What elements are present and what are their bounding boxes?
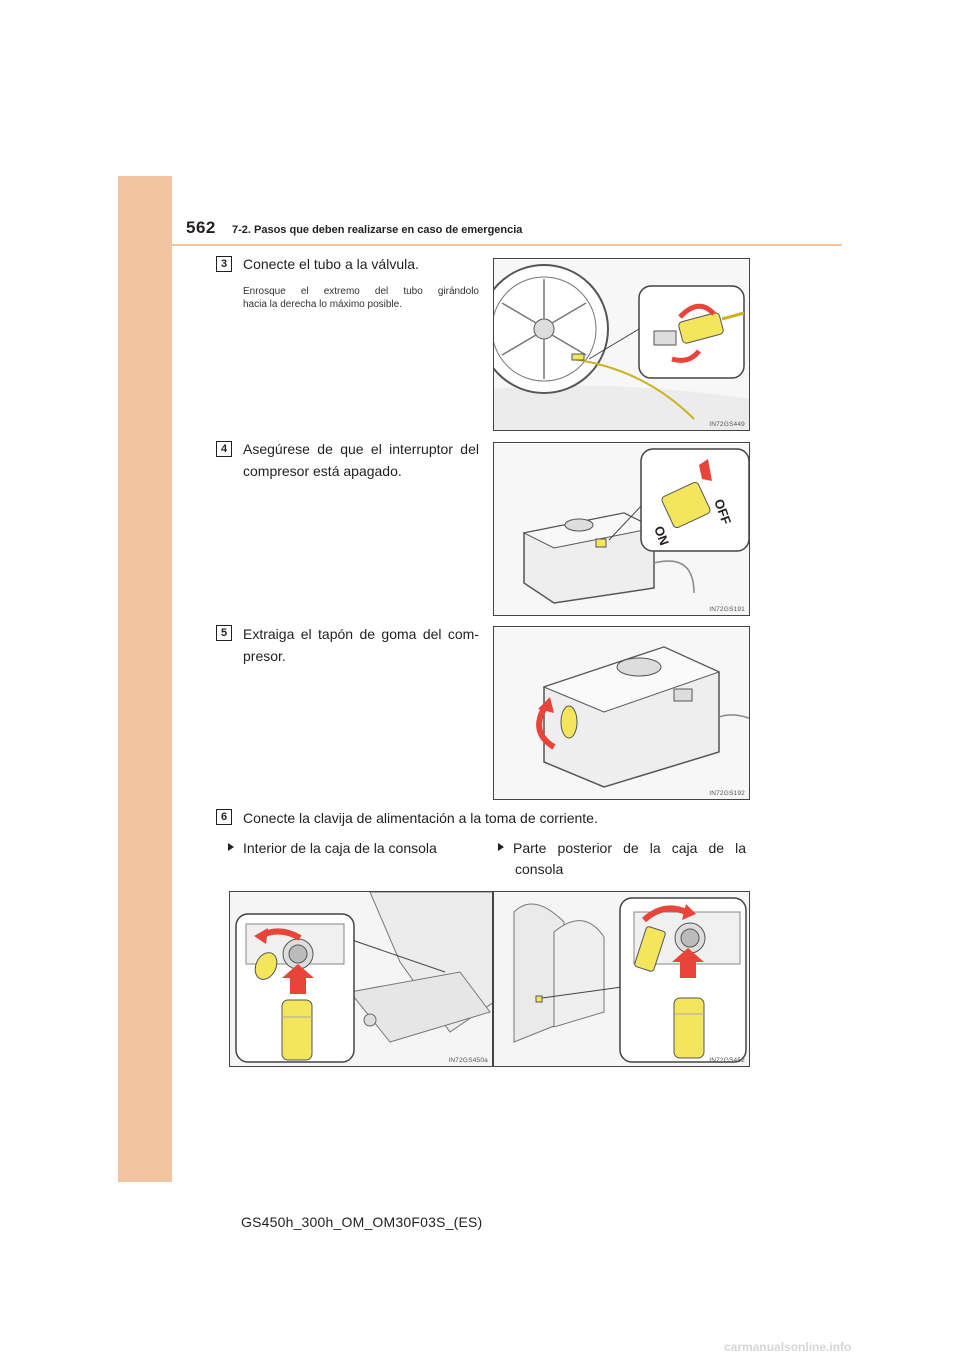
option-label: Interior de la caja de la consola [243,840,437,856]
step-5-title-line-1: Extraiga el tapón de goma del com- [243,626,479,642]
step-number-4: 4 [216,441,232,457]
option-console-box-interior: Interior de la caja de la consola [228,838,437,859]
option-label-line-2: consola [515,861,564,877]
option-console-box-rear: Parte posterior de la caja de la consola [498,838,746,880]
step-3-note-line-2: hacia la derecha lo máximo posible. [243,299,402,310]
document-code-footer: GS450h_300h_OM_OM30F03S_(ES) [241,1214,483,1230]
step-5-title-line-2: presor. [243,648,286,664]
figure-code: IN72GS449 [709,421,745,428]
step-6-title: Conecte la clavija de alimentación a la … [243,810,598,826]
figure-code: IN72GS452 [709,1057,745,1064]
figure-console-box-interior: IN72GS450a [229,891,493,1067]
bullet-triangle-icon [498,843,504,851]
option-label-line-1: Parte posterior de la caja de la [513,840,746,856]
step-number-3: 3 [216,256,232,272]
watermark: carmanualsonline.info [724,1340,852,1354]
step-3-note-line-1: Enrosque el extremo del tubo girándolo [243,286,479,297]
step-4-title-line-2: compresor está apagado. [243,463,402,479]
step-number-6: 6 [216,809,232,825]
chapter-sidebar-tab [118,176,172,1182]
section-title: 7-2. Pasos que deben realizarse en caso … [232,224,523,236]
page-number: 562 [186,218,216,237]
header-divider [172,244,842,246]
figure-code: IN72GS450a [448,1057,488,1064]
figure-code: IN72GS191 [709,606,745,613]
step-number-5: 5 [216,625,232,641]
step-3-title: Conecte el tubo a la válvula. [243,256,419,272]
step-3-note: Enrosque el extremo del tubo girándolo h… [243,285,479,311]
figure-connect-hose-valve: IN72GS449 [493,258,750,431]
figure-console-box-rear: IN72GS452 [493,891,750,1067]
step-4-title-line-1: Asegúrese de que el interruptor del [243,441,479,457]
figure-code: IN72GS192 [709,790,745,797]
switch-on-label: ON [651,524,672,547]
bullet-triangle-icon [228,843,234,851]
figure-compressor-switch-off: OFF ON IN72GS191 [493,442,750,616]
figure-remove-rubber-cap: IN72GS192 [493,626,750,800]
